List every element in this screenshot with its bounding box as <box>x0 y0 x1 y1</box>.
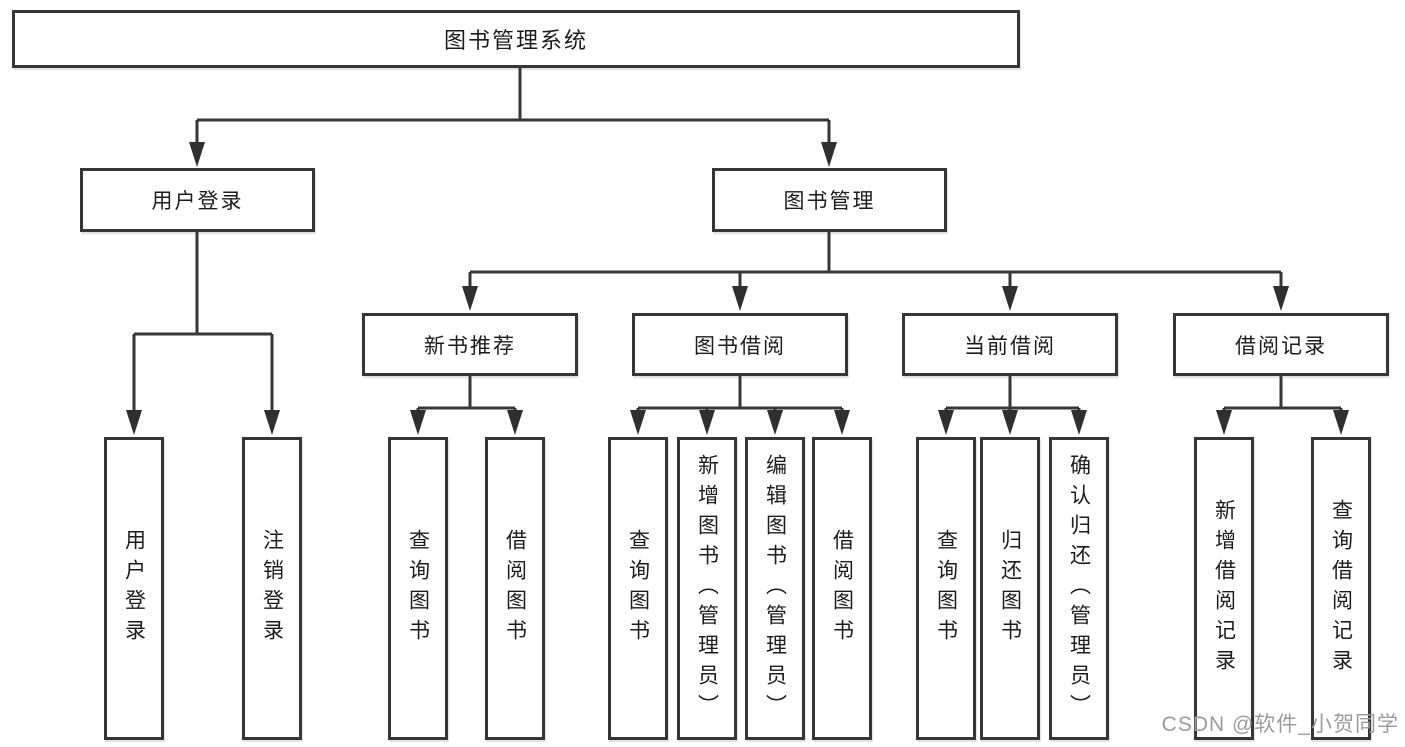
leaf-borrow-borrow-books-label: 借阅图书 <box>830 528 854 649</box>
leaf-newbook-borrow-books: 借阅图书 <box>485 437 545 740</box>
node-borrow-records-label: 借阅记录 <box>1235 334 1327 358</box>
leaf-records-add-record: 新增借阅记录 <box>1194 437 1254 740</box>
leaf-borrow-edit-books-label: 编辑图书（管理员） <box>763 453 787 724</box>
leaf-borrow-edit-books: 编辑图书（管理员） <box>745 437 805 740</box>
leaf-logout-label: 注销登录 <box>260 528 284 649</box>
node-book-management-label: 图书管理 <box>783 190 876 213</box>
leaf-records-query-record: 查询借阅记录 <box>1311 437 1371 740</box>
node-current-borrow: 当前借阅 <box>902 313 1118 376</box>
node-root-label: 图书管理系统 <box>443 28 588 53</box>
node-user-login: 用户登录 <box>80 168 315 232</box>
leaf-current-query-books: 查询图书 <box>916 437 976 740</box>
leaf-records-query-record-label: 查询借阅记录 <box>1329 498 1353 679</box>
node-new-book-recommend: 新书推荐 <box>362 313 578 376</box>
node-new-book-recommend-label: 新书推荐 <box>424 334 516 358</box>
watermark: CSDN @软件_小贺同学 <box>1161 713 1399 736</box>
node-book-borrow: 图书借阅 <box>632 313 848 376</box>
leaf-borrow-query-books-label: 查询图书 <box>626 528 650 649</box>
leaf-borrow-add-books: 新增图书（管理员） <box>677 437 737 740</box>
leaf-current-query-books-label: 查询图书 <box>934 528 958 649</box>
leaf-borrow-borrow-books: 借阅图书 <box>812 437 872 740</box>
node-root: 图书管理系统 <box>12 10 1020 68</box>
leaf-current-confirm-return-label: 确认归还（管理员） <box>1067 453 1091 724</box>
leaf-current-return-books: 归还图书 <box>980 437 1040 740</box>
node-book-management: 图书管理 <box>712 168 947 232</box>
leaf-records-add-record-label: 新增借阅记录 <box>1212 498 1236 679</box>
leaf-current-confirm-return: 确认归还（管理员） <box>1049 437 1109 740</box>
leaf-logout: 注销登录 <box>242 437 302 740</box>
leaf-borrow-add-books-label: 新增图书（管理员） <box>695 453 719 724</box>
node-book-borrow-label: 图书借阅 <box>694 334 786 358</box>
leaf-newbook-borrow-books-label: 借阅图书 <box>503 528 527 649</box>
leaf-borrow-query-books: 查询图书 <box>608 437 668 740</box>
node-current-borrow-label: 当前借阅 <box>964 334 1056 358</box>
node-borrow-records: 借阅记录 <box>1173 313 1389 376</box>
leaf-user-login-label: 用户登录 <box>122 528 146 649</box>
leaf-user-login: 用户登录 <box>104 437 164 740</box>
leaf-current-return-books-label: 归还图书 <box>998 528 1022 649</box>
node-user-login-label: 用户登录 <box>151 190 244 213</box>
leaf-newbook-query-books-label: 查询图书 <box>406 528 430 649</box>
leaf-newbook-query-books: 查询图书 <box>388 437 448 740</box>
